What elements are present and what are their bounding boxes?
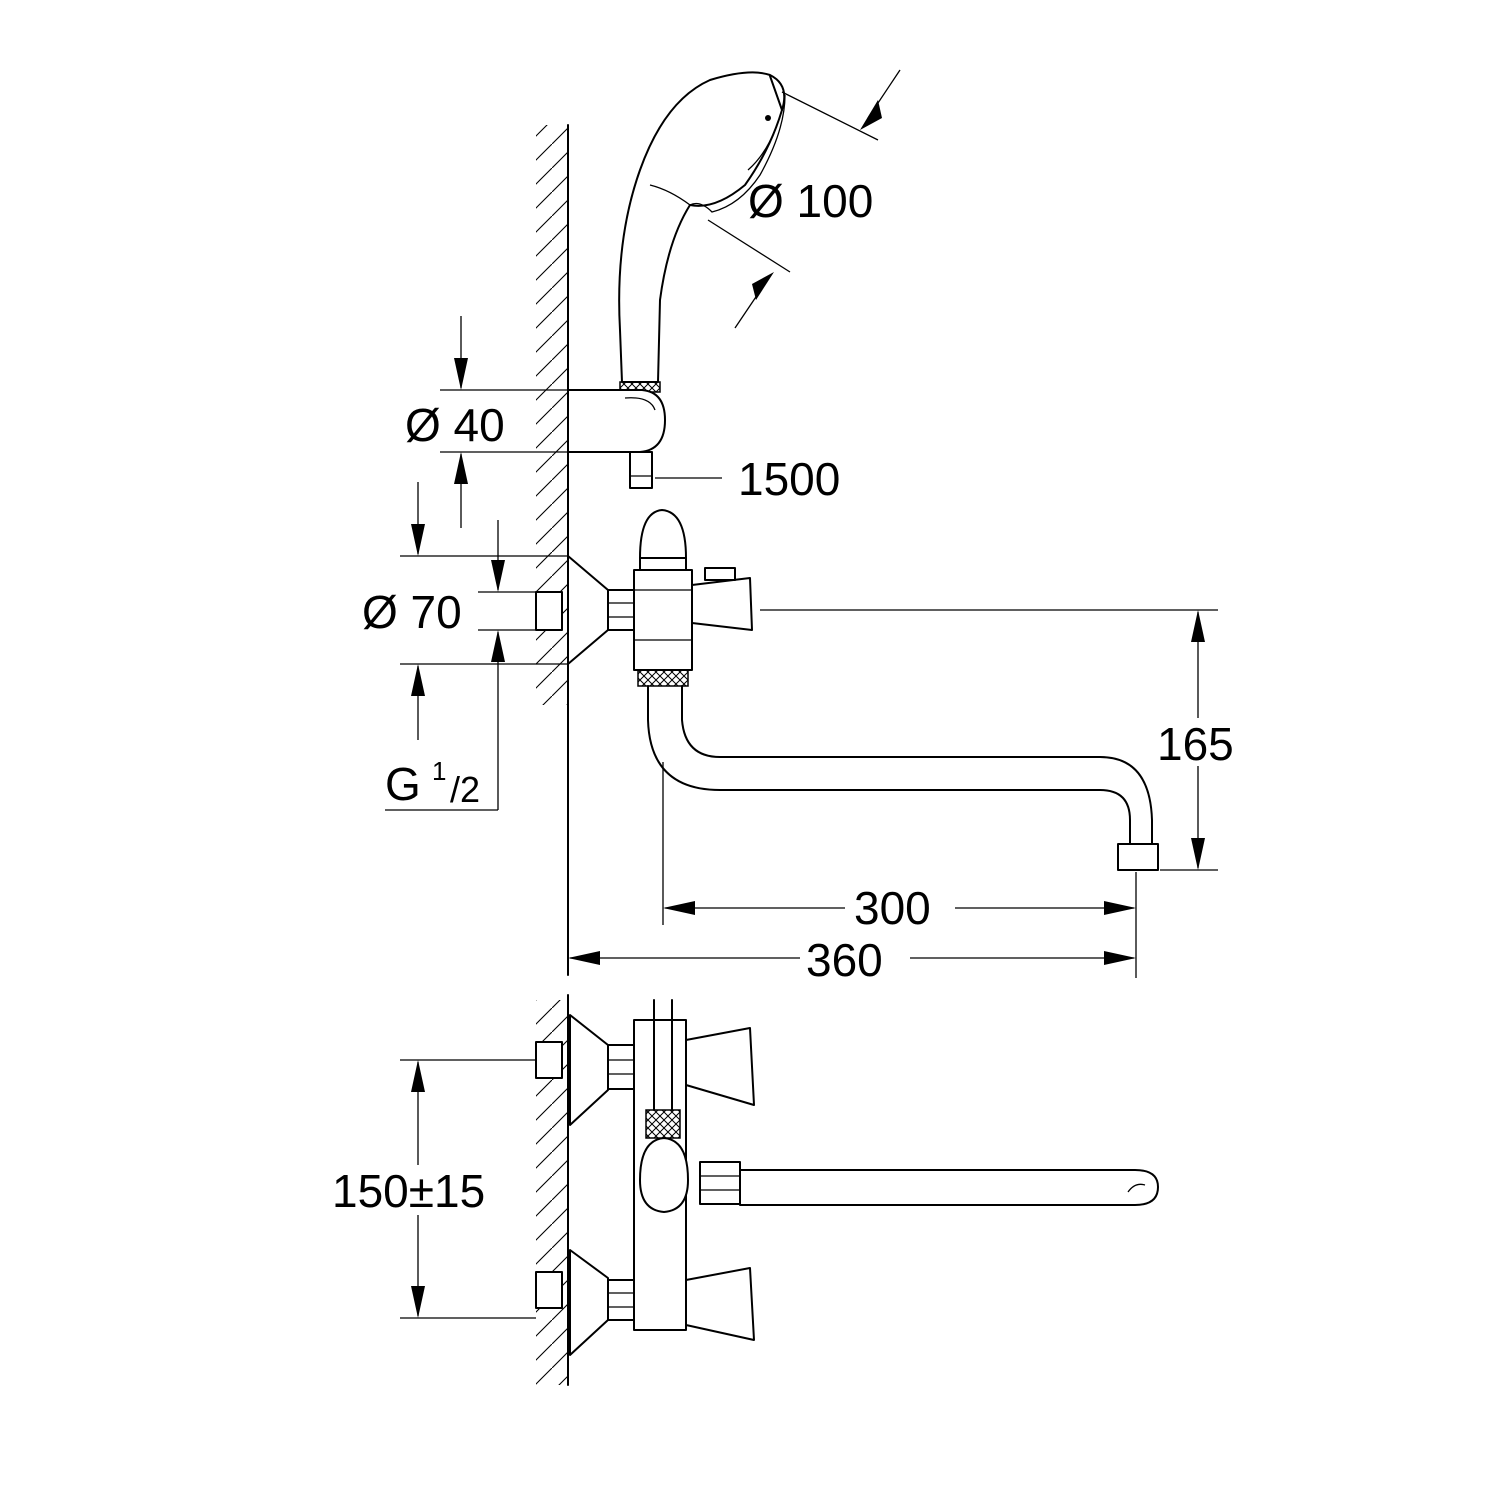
label-spout-reach: 300 xyxy=(854,882,931,934)
dim-spout-height xyxy=(760,609,1243,871)
dim-holder xyxy=(440,316,568,528)
label-inlet-centres: 150±15 xyxy=(332,1165,485,1217)
side-view xyxy=(385,69,1243,984)
label-holder-diameter: Ø 40 xyxy=(405,399,505,451)
dim-overall xyxy=(568,932,1136,984)
dim-spout-reach xyxy=(662,762,1137,978)
hand-shower xyxy=(618,71,786,393)
label-thread: G xyxy=(385,758,421,810)
lower-inlet xyxy=(535,1249,635,1356)
label-hose-length: 1500 xyxy=(738,453,840,505)
spout-side xyxy=(647,685,1159,871)
label-handshower-diameter: Ø 100 xyxy=(748,175,873,227)
wall-side xyxy=(536,124,569,976)
dim-handshower xyxy=(707,69,901,329)
label-flange-diameter: Ø 70 xyxy=(362,586,462,638)
dim-thread xyxy=(385,520,536,811)
mixer-front xyxy=(633,999,1159,1341)
dimension-labels: Ø 100 Ø 40 1500 Ø 70 G 1 /2 165 300 360 … xyxy=(332,175,1234,1217)
mixer-side xyxy=(535,509,753,687)
dim-flange xyxy=(400,482,568,740)
shower-holder xyxy=(567,389,666,489)
dim-inlet-centres xyxy=(330,1059,536,1319)
front-view xyxy=(330,994,1159,1386)
label-thread-numerator: 1 xyxy=(432,756,446,786)
label-spout-height: 165 xyxy=(1157,718,1234,770)
label-thread-denominator: /2 xyxy=(450,769,480,810)
label-overall-projection: 360 xyxy=(806,934,883,986)
